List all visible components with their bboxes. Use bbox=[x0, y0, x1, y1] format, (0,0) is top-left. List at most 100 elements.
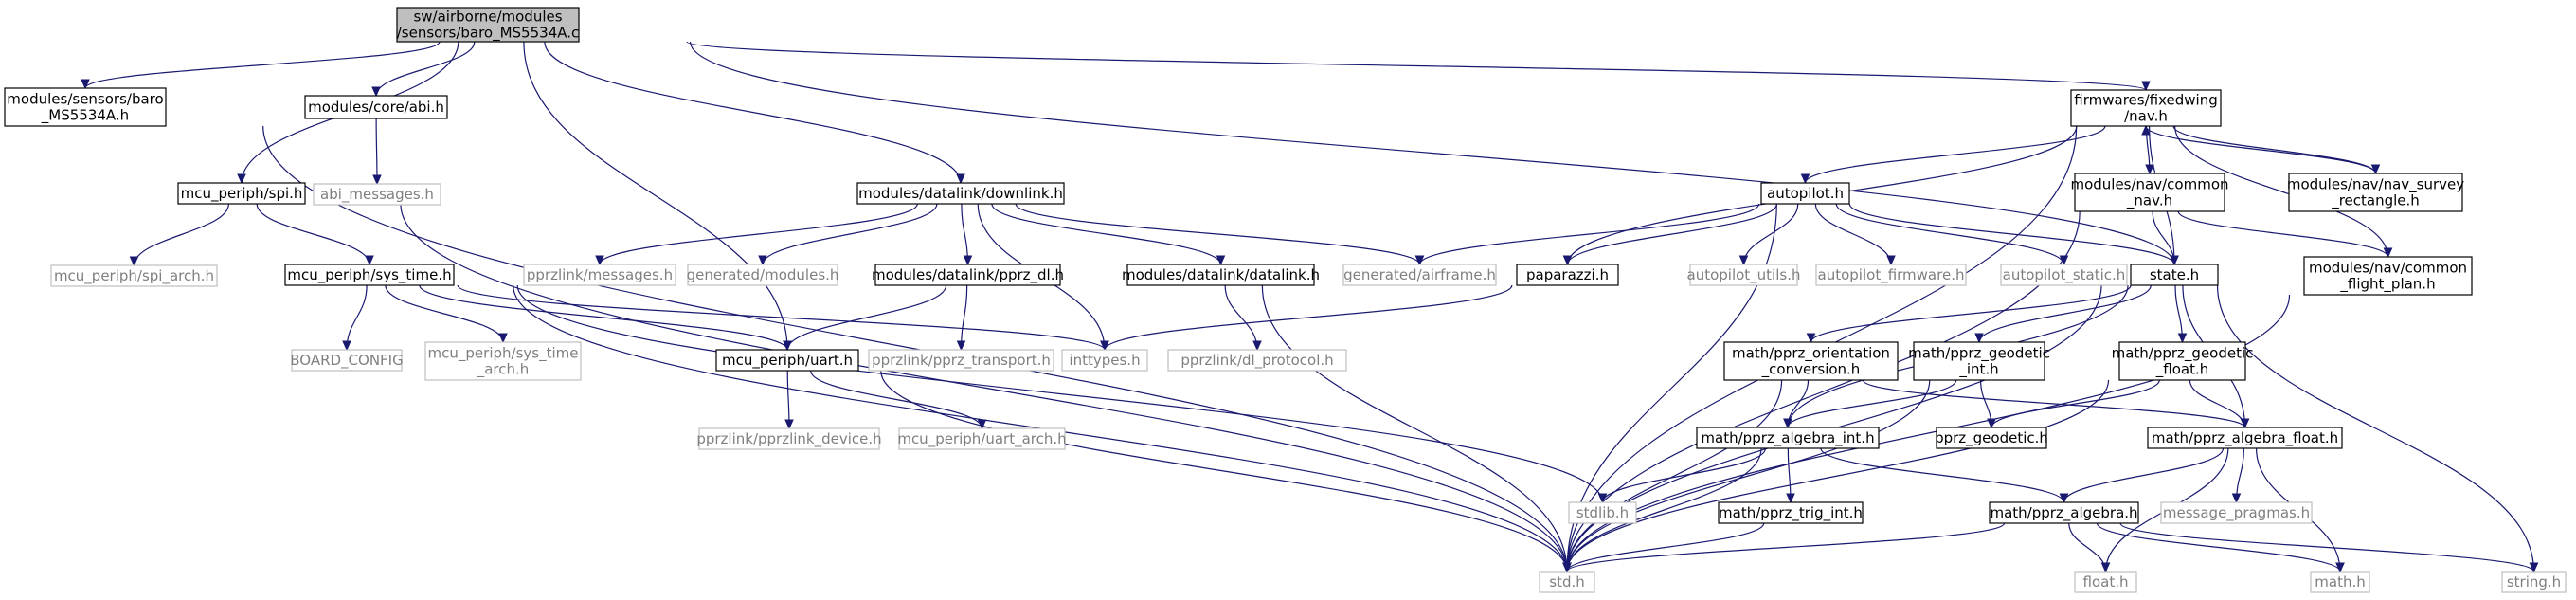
edge-arrowhead bbox=[1800, 173, 1810, 185]
node-downlink[interactable]: modules/datalink/downlink.h bbox=[856, 182, 1065, 205]
edge-line bbox=[2177, 210, 2389, 258]
node-label: std.h bbox=[1549, 573, 1585, 591]
edge-arrowhead bbox=[1562, 255, 1573, 266]
edge-root-to-nav_h bbox=[686, 41, 2151, 92]
node-float: float.h bbox=[2074, 571, 2137, 593]
node-uart_h[interactable]: mcu_periph/uart.h bbox=[715, 349, 859, 372]
node-box bbox=[2070, 89, 2222, 127]
node-box bbox=[2074, 173, 2225, 212]
edge-autopilot-to-ap_utils bbox=[1738, 203, 1799, 266]
edge-arrowhead bbox=[371, 86, 381, 98]
edge-arrowhead bbox=[1562, 562, 1572, 573]
node-label: message_pragmas.h bbox=[2163, 504, 2310, 522]
edge-line bbox=[1804, 125, 2106, 184]
edge-state-to-geo_int bbox=[1974, 284, 2152, 344]
edge-arrowhead bbox=[783, 340, 792, 352]
node-box bbox=[1913, 341, 2045, 381]
edge-arrowhead bbox=[81, 79, 90, 90]
node-box bbox=[856, 182, 1065, 205]
node-box bbox=[2160, 501, 2313, 524]
node-alg_float[interactable]: math/pprz_algebra_float.h bbox=[2147, 427, 2343, 449]
node-sys_time[interactable]: mcu_periph/sys_time.h bbox=[284, 264, 455, 286]
edge-sys_time-to-sys_time_arch bbox=[385, 284, 508, 344]
edge-line bbox=[375, 41, 476, 97]
node-box bbox=[898, 427, 1066, 450]
edge-trig_int-to-std bbox=[1562, 522, 1765, 573]
node-abi_msg: abi_messages.h bbox=[313, 183, 441, 206]
node-label: math/pprz_geodetic bbox=[2112, 345, 2254, 363]
node-sys_time_arch: mcu_periph/sys_time_arch.h bbox=[424, 341, 582, 381]
node-spi_h[interactable]: mcu_periph/spi.h bbox=[177, 182, 306, 205]
edge-arrowhead bbox=[1886, 255, 1896, 266]
edge-autopilot-to-gen_af bbox=[1414, 203, 1760, 266]
node-pprz_dl[interactable]: modules/datalink/pprz_dl.h bbox=[872, 264, 1064, 286]
node-label: mcu_periph/sys_time bbox=[428, 345, 579, 363]
edge-algebra-to-float bbox=[2068, 522, 2111, 573]
node-geo_int[interactable]: math/pprz_geodetic_int.h bbox=[1908, 341, 2050, 381]
node-baro_h[interactable]: modules/sensors/baro_MS5534A.h bbox=[4, 87, 167, 127]
node-geodetic[interactable]: pprz_geodetic.h bbox=[1935, 427, 2048, 449]
node-ap_static: autopilot_static.h bbox=[2000, 264, 2128, 286]
edge-arrowhead bbox=[1783, 418, 1792, 429]
edge-root-to-state bbox=[690, 41, 2179, 266]
node-nav_h[interactable]: firmwares/fixedwing/nav.h bbox=[2070, 89, 2222, 127]
node-geo_float[interactable]: math/pprz_geodetic_float.h bbox=[2112, 341, 2254, 381]
node-algebra[interactable]: math/pprz_algebra.h bbox=[1989, 501, 2139, 524]
edge-line bbox=[2174, 125, 2389, 258]
node-label: float.h bbox=[2083, 573, 2129, 591]
edge-autopilot-to-ap_static bbox=[1835, 203, 2069, 266]
node-box bbox=[2118, 341, 2246, 381]
edge-line bbox=[2096, 522, 2341, 573]
node-common_nav[interactable]: modules/nav/common_nav.h bbox=[2070, 173, 2229, 212]
node-label: math/pprz_orientation bbox=[1732, 345, 1890, 363]
node-label: _rectangle.h bbox=[2331, 192, 2420, 210]
edge-arrowhead bbox=[2231, 493, 2242, 504]
edge-line bbox=[2145, 125, 2377, 174]
node-box bbox=[2501, 571, 2567, 593]
node-state[interactable]: state.h bbox=[2130, 264, 2219, 286]
edge-uart_h-to-uart_arch bbox=[810, 370, 987, 430]
edge-spi_h-to-spi_arch bbox=[129, 203, 229, 267]
edge-line bbox=[810, 370, 983, 429]
edge-arrowhead bbox=[595, 255, 604, 266]
edge-downlink-to-gen_af bbox=[1015, 203, 1425, 266]
node-label: modules/sensors/baro bbox=[7, 91, 163, 108]
node-alg_int[interactable]: math/pprz_algebra_int.h bbox=[1696, 427, 1880, 449]
node-box bbox=[874, 264, 1061, 286]
node-label: /sensors/baro_MS5534A.c bbox=[397, 25, 580, 43]
edge-line bbox=[1601, 447, 1767, 503]
node-box bbox=[1936, 427, 2047, 449]
edge-alg_float-to-algebra bbox=[2059, 447, 2225, 504]
edge-line bbox=[1848, 203, 2175, 265]
edge-alg_int-to-algebra bbox=[1820, 447, 2069, 504]
node-paparazzi[interactable]: paparazzi.h bbox=[1516, 264, 1619, 286]
edge-line bbox=[346, 284, 368, 351]
node-orient[interactable]: math/pprz_orientation_conversion.h bbox=[1723, 341, 1899, 381]
node-box bbox=[1342, 264, 1497, 286]
edge-line bbox=[991, 203, 1222, 265]
edge-arrowhead bbox=[2141, 124, 2151, 136]
edge-line bbox=[786, 284, 947, 351]
node-label: string.h bbox=[2507, 573, 2561, 591]
node-label: firmwares/fixedwing bbox=[2074, 92, 2217, 109]
node-survey[interactable]: modules/nav/nav_survey_rectangle.h bbox=[2287, 173, 2464, 212]
edge-uart_h-to-std bbox=[880, 370, 1572, 573]
node-datalink[interactable]: modules/datalink/datalink.h bbox=[1122, 264, 1320, 286]
edge-line bbox=[1015, 203, 1421, 265]
node-box bbox=[1126, 264, 1315, 286]
node-label: pprzlink/pprz_transport.h bbox=[872, 352, 1051, 370]
edge-line bbox=[2172, 125, 2377, 174]
node-box bbox=[2074, 571, 2137, 593]
node-autopilot[interactable]: autopilot.h bbox=[1760, 182, 1850, 205]
node-gen_af: generated/airframe.h bbox=[1342, 264, 1497, 286]
node-root[interactable]: sw/airborne/modules/sensors/baro_MS5534A… bbox=[396, 7, 580, 43]
node-abi_h[interactable]: modules/core/abi.h bbox=[304, 95, 448, 119]
node-std: std.h bbox=[1539, 571, 1595, 593]
node-trig_int[interactable]: math/pprz_trig_int.h bbox=[1718, 501, 1864, 524]
node-box bbox=[1718, 501, 1864, 524]
node-label: mcu_periph/spi_arch.h bbox=[54, 267, 214, 285]
edge-arrowhead bbox=[129, 256, 139, 267]
node-box bbox=[1539, 571, 1595, 593]
node-flight_plan[interactable]: modules/nav/common_flight_plan.h bbox=[2303, 256, 2473, 296]
node-label: autopilot_firmware.h bbox=[1818, 266, 1965, 284]
